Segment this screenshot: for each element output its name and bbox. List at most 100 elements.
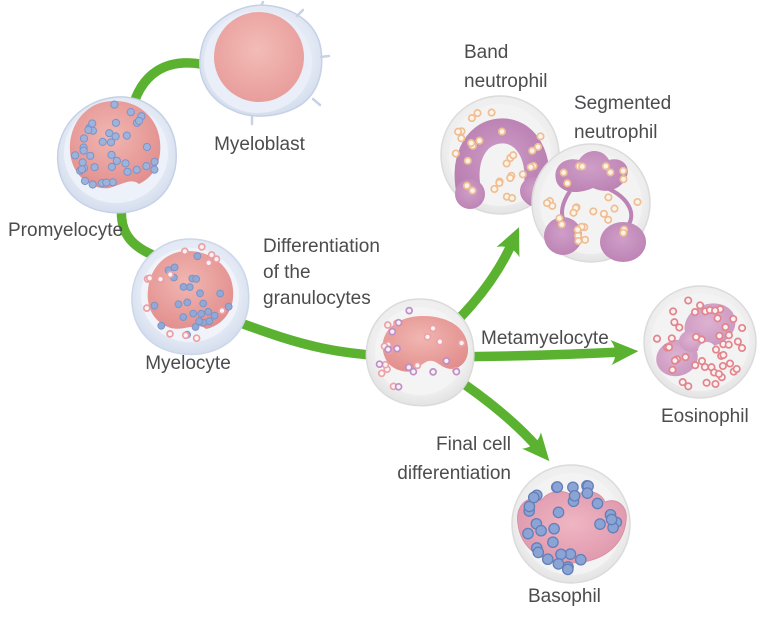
granule: [197, 309, 206, 318]
granule: [88, 180, 97, 189]
granule: [606, 168, 615, 177]
granule: [725, 359, 735, 368]
granule: [508, 194, 517, 203]
granule: [574, 236, 583, 246]
granule: [166, 270, 175, 279]
granule: [98, 137, 107, 146]
granule: [561, 563, 574, 576]
granule: [183, 298, 192, 307]
granule: [122, 131, 131, 140]
basophil-granules-center: [548, 487, 594, 535]
granule: [678, 378, 687, 387]
granule: [526, 163, 535, 172]
granule: [199, 299, 208, 308]
granule: [150, 301, 159, 310]
granule: [557, 220, 566, 229]
granule: [473, 109, 482, 118]
granule: [393, 344, 401, 353]
granule: [502, 159, 511, 168]
label-line: Differentiation: [263, 236, 380, 257]
granule: [375, 360, 384, 369]
granule: [601, 162, 610, 171]
granule: [142, 142, 152, 152]
granule: [405, 306, 414, 315]
granule: [79, 134, 89, 143]
granule: [696, 301, 705, 310]
label-line: Final cell: [436, 434, 511, 455]
granule: [207, 251, 216, 259]
granule: [528, 146, 537, 155]
granule: [212, 255, 221, 263]
granule: [134, 116, 144, 126]
granule: [79, 146, 88, 155]
granule: [619, 228, 628, 237]
label-myeloblast: Myeloblast: [214, 134, 305, 155]
granule: [394, 318, 403, 327]
granule: [495, 178, 504, 187]
granule: [110, 100, 119, 109]
granule: [652, 334, 662, 343]
granule: [429, 368, 437, 376]
label-differentiation-of-the-granulocytes: Differentiation of the granulocytes: [263, 234, 380, 312]
segmented-neutrophil-nucleus: [544, 151, 646, 262]
granule: [112, 156, 122, 165]
granule: [542, 199, 552, 208]
granule: [84, 125, 93, 135]
granule: [581, 235, 590, 244]
granule: [121, 159, 130, 168]
eosinophil-cell: [643, 285, 757, 399]
granule: [463, 156, 472, 165]
myelocyte-cell: [131, 238, 250, 356]
granule: [518, 170, 527, 179]
label-line: of the: [263, 262, 311, 283]
granule: [429, 324, 437, 333]
myeloblast-cell: [199, 0, 331, 126]
granule: [86, 151, 95, 160]
granule: [71, 151, 80, 160]
granule: [88, 119, 97, 128]
label-band-neutrophil: Band neutrophil: [464, 38, 547, 96]
granule: [522, 527, 534, 540]
label-promyelocyte: Promyelocyte: [8, 220, 124, 241]
granule: [142, 304, 151, 312]
granule: [533, 142, 543, 151]
myelocyte-pink-granules: [142, 243, 226, 343]
granule: [404, 363, 413, 372]
granule: [670, 356, 679, 365]
granule: [467, 114, 476, 123]
granule: [548, 522, 560, 535]
granule: [733, 337, 742, 346]
label-line: differentiation: [397, 463, 511, 484]
granule: [574, 553, 587, 566]
granule: [506, 173, 515, 183]
granule: [216, 289, 225, 298]
granule: [578, 162, 587, 171]
granule: [715, 331, 724, 340]
myeloblast-spikes: [250, 0, 331, 126]
granule: [179, 283, 188, 291]
granule: [711, 306, 720, 315]
metamyelocyte-purple-granules: [375, 306, 461, 391]
granule: [681, 353, 690, 362]
granule: [457, 134, 466, 143]
granule: [563, 179, 572, 188]
granule: [664, 343, 674, 352]
granule: [180, 247, 189, 256]
granule: [668, 365, 677, 374]
granule: [670, 318, 679, 327]
granule: [714, 369, 723, 379]
label-final-cell-differentiation: Final cell differentiation: [356, 430, 511, 488]
granule: [669, 307, 678, 316]
granule: [157, 321, 166, 330]
granule: [552, 558, 565, 570]
granule: [388, 327, 397, 336]
granule: [724, 331, 733, 340]
granule: [107, 150, 116, 159]
granule: [181, 331, 190, 340]
granule: [713, 314, 722, 323]
granule: [711, 379, 720, 389]
granule: [732, 364, 741, 374]
granule: [191, 323, 200, 331]
